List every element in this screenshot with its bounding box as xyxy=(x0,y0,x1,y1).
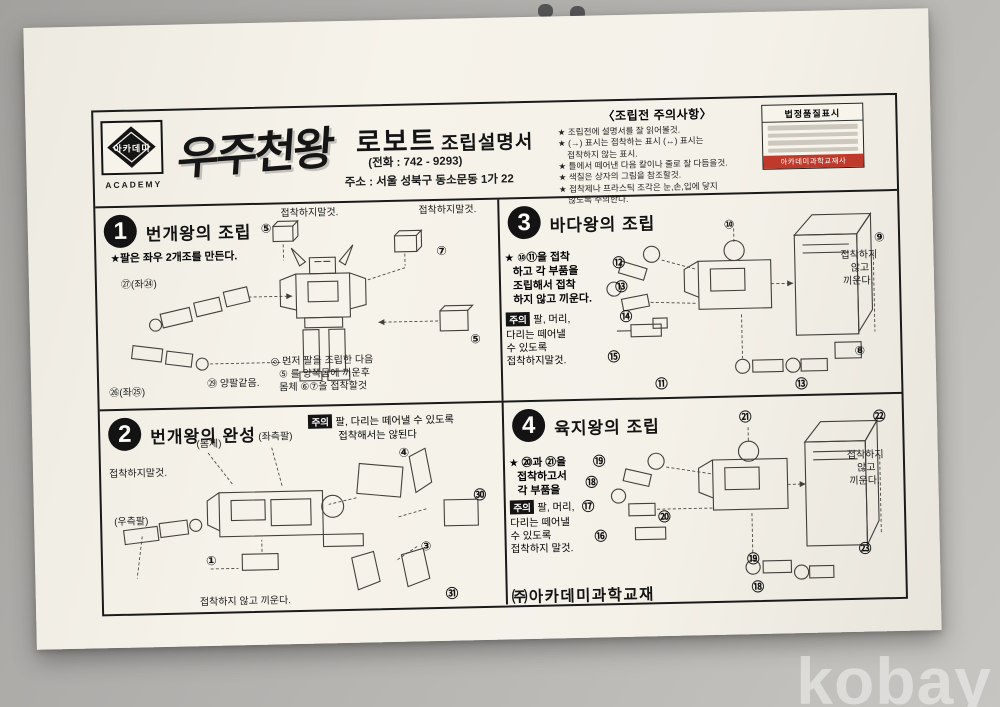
part-number: ⑳ xyxy=(657,509,671,525)
section-4-land-king-assembly: 4 육지왕의 조립 xyxy=(504,394,906,605)
section-2-lightning-king-completion: 2 번개왕의 완성 xyxy=(99,402,509,614)
part-number-label: ㉙ 양팔같음. xyxy=(207,377,260,391)
part-number: ⑦ xyxy=(436,243,448,258)
part-number: ⑱ xyxy=(751,579,765,595)
quality-label-row xyxy=(767,138,859,146)
caution-tag: 주의 xyxy=(509,499,535,515)
section-title: 바다왕의 조립 xyxy=(549,214,656,236)
part-number: ㉚ xyxy=(473,487,487,503)
precautions-title: 〈조립전 주의사항〉 xyxy=(602,106,713,124)
fit-label-line: 끼운다. xyxy=(849,475,880,488)
phone-line: (전화 : 742 - 9293) xyxy=(368,155,463,170)
print-bleed-mark xyxy=(538,4,553,18)
caution-text: 팔, 머리, xyxy=(537,502,575,514)
part-number: ⑨ xyxy=(873,230,885,245)
sections-row-2: 2 번개왕의 완성 xyxy=(99,394,906,614)
section-3-sea-king-assembly: 3 바다왕의 조립 xyxy=(499,191,901,401)
quality-label: 법정품질표시 아카데미과학교재사 xyxy=(761,102,865,170)
part-number: ⑧ xyxy=(854,343,866,358)
address-line: 주소 : 서울 성북구 동소문동 1가 22 xyxy=(344,173,515,189)
part-number-label: ㉗(좌㉔) xyxy=(120,279,157,291)
instruction-sheet: 아카데미 ACADEMY 우주천왕 로보트 조립설명서 (전화 : 742 - … xyxy=(23,8,942,650)
section-note: ★팔은 좌우 2개조를 만든다. xyxy=(110,250,238,266)
quality-label-row xyxy=(767,123,858,131)
quality-label-row xyxy=(768,146,859,153)
caution-line: 접착하지 말것. xyxy=(510,543,574,556)
fit-label: 접착하지 않고 끼운다. xyxy=(199,595,292,609)
part-number: ⑭ xyxy=(619,309,633,325)
caution-line: 접착하지말것. xyxy=(506,355,567,368)
caution-text: 팔, 머리, xyxy=(533,314,571,326)
part-number: ⑬ xyxy=(795,376,808,392)
sheet-frame: 아카데미 ACADEMY 우주천왕 로보트 조립설명서 (전화 : 742 - … xyxy=(91,92,908,617)
part-number: ㉒ xyxy=(872,409,886,424)
instruction-line: 몸체 ⑥⑦을 접착할것 xyxy=(279,380,368,394)
no-glue-label: 접착하지말것. xyxy=(280,207,339,220)
fit-label-line: 접착하지 xyxy=(846,449,884,462)
part-number: ㉑ xyxy=(738,410,752,425)
academy-logo: 아카데미 xyxy=(100,119,164,176)
no-glue-label: 접착하지말것. xyxy=(418,204,477,217)
assembly-diagram-2 xyxy=(122,447,479,591)
fit-label-line: 않고 xyxy=(857,462,876,474)
part-number: ⑪ xyxy=(655,376,668,392)
precautions-box: 〈조립전 주의사항〉 ★ 조립전에 설명서를 잘 읽어볼것. ★ (→) 표시는… xyxy=(557,104,759,207)
part-number: ⑲ xyxy=(746,552,760,567)
part-number: ⑮ xyxy=(607,350,621,365)
part-number: ① xyxy=(205,553,217,569)
quality-label-title: 법정품질표시 xyxy=(762,103,863,123)
left-arm-label: (좌측팔) xyxy=(258,431,293,443)
right-arm-label: (우측팔) xyxy=(114,516,149,529)
part-number-label: ㉖(좌㉕) xyxy=(109,387,146,400)
part-number: ⑱ xyxy=(585,475,599,490)
part-number: ⑤ xyxy=(260,221,272,236)
assembly-note-line: 하지 않고 끼운다. xyxy=(513,292,593,307)
caution-tag: 주의 xyxy=(307,414,333,429)
section-title: 육지왕의 조립 xyxy=(553,417,660,439)
part-number: ⑬ xyxy=(614,279,628,295)
section-1-lightning-king-assembly: 1 번개왕의 조립 ★팔은 좌우 2개조를 만든다. xyxy=(95,199,504,410)
body-label: (몸체) xyxy=(196,438,222,451)
series-logo: 우주천왕 xyxy=(175,122,334,185)
assembly-diagram-1 xyxy=(130,219,474,382)
sheet-header: 아카데미 ACADEMY 우주천왕 로보트 조립설명서 (전화 : 742 - … xyxy=(93,94,898,209)
no-glue-label: 접착하지말것. xyxy=(108,467,168,481)
part-number: ⑯ xyxy=(594,529,608,544)
caution-tag: 주의 xyxy=(505,311,531,327)
part-number: ⑫ xyxy=(612,255,626,271)
publisher-footer: ㈜아카데미과학교재 xyxy=(511,586,656,605)
doc-title-sub: 조립설명서 xyxy=(440,131,534,155)
quality-label-row xyxy=(767,131,858,138)
academy-diamond-icon xyxy=(107,126,156,168)
watermark: kobay xyxy=(796,644,992,707)
part-number: ⑰ xyxy=(581,499,595,514)
part-number: ⑲ xyxy=(592,454,606,469)
sections-row-1: 1 번개왕의 조립 ★팔은 좌우 2개조를 만든다. xyxy=(95,190,902,412)
part-number: ⑤ xyxy=(470,332,481,347)
assembly-diagram-4 xyxy=(610,418,882,580)
part-number: ④ xyxy=(398,445,410,460)
academy-logo-text: 아카데미 xyxy=(113,142,151,154)
fit-label-line: 접착하지 xyxy=(840,249,878,262)
part-number: ㉛ xyxy=(445,586,459,601)
assembly-note-line: 각 부품을 xyxy=(517,484,561,498)
fit-label-line: 끼운다. xyxy=(842,275,874,288)
assembly-diagram-3 xyxy=(606,211,876,374)
part-number: ③ xyxy=(420,539,432,554)
part-number: ⑩ xyxy=(723,217,735,232)
quality-label-maker: 아카데미과학교재사 xyxy=(763,153,864,169)
section-title: 번개왕의 조립 xyxy=(145,223,252,245)
brand-name: ACADEMY xyxy=(105,178,163,191)
part-number: ㉓ xyxy=(858,541,872,556)
fit-label-line: 않고 xyxy=(850,262,870,274)
caution-line: 접착해서는 않된다 xyxy=(338,429,418,443)
